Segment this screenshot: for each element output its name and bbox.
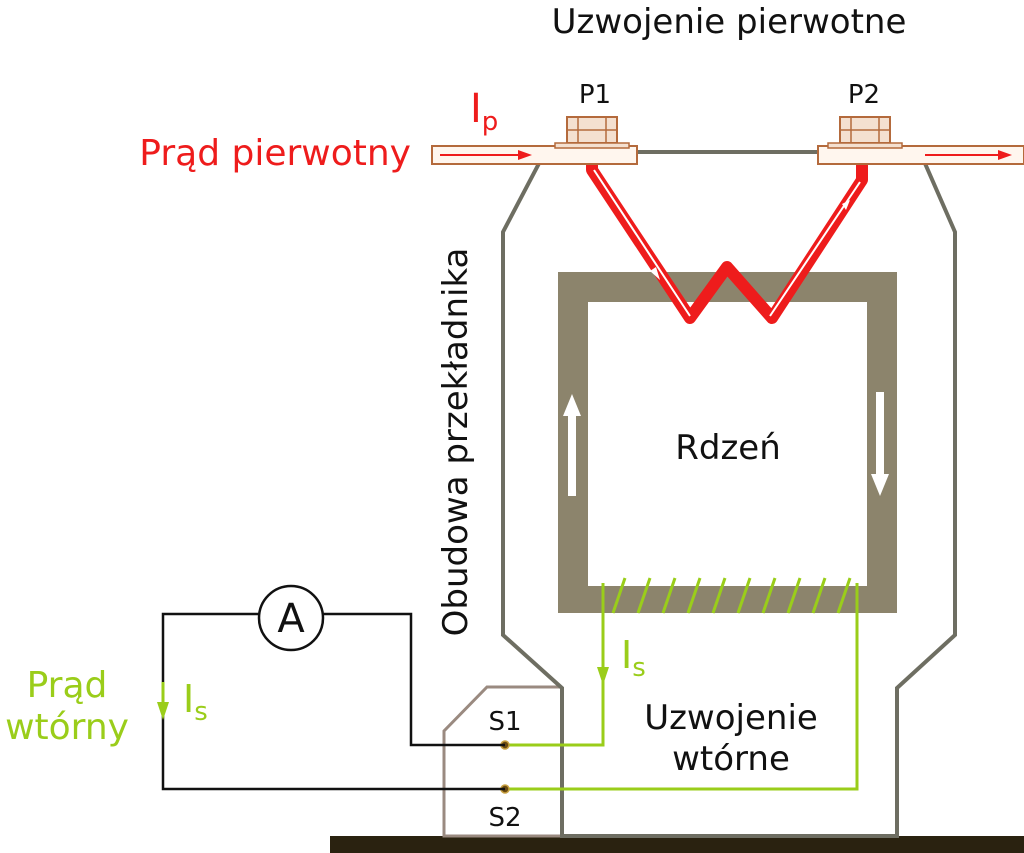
base-plate xyxy=(330,836,1024,853)
busbar-left xyxy=(431,145,638,165)
primary-winding xyxy=(586,149,868,324)
is-external-symbol: Is xyxy=(183,677,208,727)
bolt-p2-icon xyxy=(827,116,903,149)
p1-label: P1 xyxy=(579,80,611,110)
housing-label: Obudowa przekładnika xyxy=(436,248,476,637)
housing-outline xyxy=(501,150,957,838)
ammeter-label: A xyxy=(277,596,305,642)
p2-label: P2 xyxy=(848,80,880,110)
flux-arrow-down-icon xyxy=(871,392,889,496)
s2-label: S2 xyxy=(488,803,521,833)
ip-symbol: Ip xyxy=(470,86,498,137)
primary-winding-title: Uzwojenie pierwotne xyxy=(552,2,907,42)
external-circuit xyxy=(161,612,505,791)
secondary-wire-s1 xyxy=(505,620,605,747)
current-arrow-icon xyxy=(998,150,1012,160)
s1-label: S1 xyxy=(488,707,521,737)
winding-arrow-icon xyxy=(842,200,850,210)
terminal-box xyxy=(442,685,560,838)
winding-arrow-icon xyxy=(650,267,660,280)
secondary-winding-label-line1: Uzwojenie xyxy=(644,698,818,738)
bolt-p1-icon xyxy=(554,116,630,149)
busbar-right xyxy=(817,145,1024,165)
secondary-current-label-line2: wtórny xyxy=(5,707,129,748)
secondary-winding-label-line2: wtórne xyxy=(672,739,790,779)
primary-current-label: Prąd pierwotny xyxy=(139,133,411,174)
is-external-arrow-icon xyxy=(157,702,169,720)
flux-arrow-up-icon xyxy=(563,394,581,496)
current-arrow-icon xyxy=(518,150,532,160)
secondary-wire-s2 xyxy=(505,620,859,791)
core-label: Rdzeń xyxy=(675,428,781,468)
secondary-current-label-line1: Prąd xyxy=(27,665,108,706)
is-core-symbol: Is xyxy=(621,633,646,683)
secondary-coil xyxy=(601,577,859,620)
is-arrow-icon xyxy=(597,667,609,685)
ammeter xyxy=(257,584,325,652)
